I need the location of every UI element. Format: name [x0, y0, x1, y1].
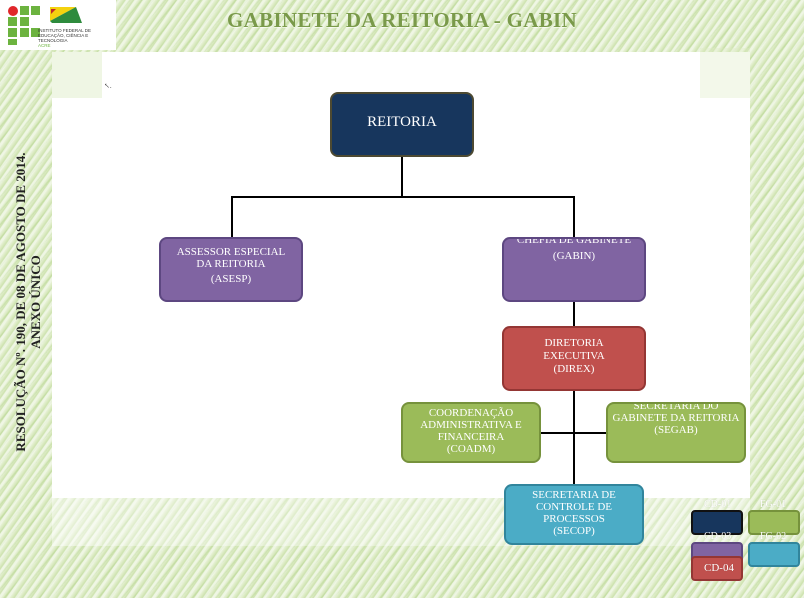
legend-label-cd-03: CD-03	[704, 531, 732, 542]
node-label: CONTROLE DE	[535, 501, 613, 513]
org-node-segab[interactable]: SECRETARIA DO GABINETE DA REITORIA (SEGA…	[606, 402, 746, 463]
node-label: SECRETARIA DE	[532, 489, 616, 501]
connector-line	[573, 196, 575, 238]
node-label: (GABIN)	[552, 250, 596, 262]
panel-decoration	[102, 498, 750, 546]
connector-line	[540, 432, 608, 434]
node-label: COORDENAÇÃO	[428, 407, 514, 419]
node-label: (COADM)	[446, 443, 496, 455]
node-label: CHEFIA DE GABINETE	[516, 237, 632, 246]
node-label: (SEGAB)	[654, 424, 698, 436]
legend-label-cd-04: CD-04	[704, 562, 734, 574]
node-label: EXECUTIVA	[543, 350, 605, 362]
legend-swatch-fg-01	[748, 510, 800, 535]
node-label: (SECOP)	[553, 525, 595, 537]
connector-line	[231, 196, 575, 198]
node-label: (DIREX)	[553, 363, 595, 375]
legend-label-cd-01: CD-01	[704, 499, 732, 510]
node-label: DIRETORIA	[544, 337, 604, 349]
legend-swatch-cd-04	[691, 556, 743, 581]
node-label: (ASESP)	[210, 273, 252, 285]
org-node-gabin[interactable]: CHEFIA DE GABINETE (GABIN)	[502, 237, 646, 302]
node-label: REITORIA	[367, 114, 437, 130]
node-label: ADMINISTRATIVA E	[420, 419, 522, 431]
acre-flag-icon	[50, 7, 82, 23]
legend-swatch-fg-02	[748, 542, 800, 567]
node-label: FINANCEIRA	[437, 431, 505, 443]
institution-logo: INSTITUTO FEDERAL DE EDUCAÇÃO, CIÊNCIA E…	[0, 0, 116, 50]
legend-swatch-cd-01	[691, 510, 743, 535]
org-node-secop[interactable]: SECRETARIA DE CONTROLE DE PROCESSOS (SEC…	[504, 484, 644, 545]
node-label: PROCESSOS	[543, 513, 605, 525]
connector-line	[231, 196, 233, 238]
legend-label-fg-02: FG-02	[760, 531, 787, 542]
resolution-caption-line2: ANEXO ÚNICO	[28, 255, 43, 349]
connector-line	[573, 390, 575, 485]
org-node-asesp[interactable]: ASSESSOR ESPECIAL DA REITORIA (ASESP)	[159, 237, 303, 302]
connector-line	[573, 301, 575, 327]
stray-mark: ↖.	[104, 82, 112, 90]
if-logo-icon	[8, 6, 40, 45]
node-label: ASSESSOR ESPECIAL	[176, 246, 286, 258]
panel-decoration	[52, 496, 102, 546]
panel-decoration	[700, 48, 750, 98]
logo-text: INSTITUTO FEDERAL DE EDUCAÇÃO, CIÊNCIA E…	[38, 28, 92, 48]
legend-label-fg-01: FG-01	[760, 499, 787, 510]
page-title: GABINETE DA REITORIA - GABIN	[227, 8, 577, 32]
panel-decoration	[52, 52, 102, 98]
resolution-caption-line1: RESOLUÇÃO Nº. 190, DE 08 DE AGOSTO DE 20…	[13, 152, 28, 452]
org-node-coadm[interactable]: COORDENAÇÃO ADMINISTRATIVA E FINANCEIRA …	[401, 402, 541, 463]
node-label: GABINETE DA REITORIA	[612, 412, 740, 424]
org-node-direx[interactable]: DIRETORIA EXECUTIVA (DIREX)	[502, 326, 646, 391]
resolution-caption: RESOLUÇÃO Nº. 190, DE 08 DE AGOSTO DE 20…	[13, 152, 43, 451]
org-node-reitoria[interactable]: REITORIA	[330, 92, 474, 157]
connector-line	[401, 156, 403, 197]
node-label: DA REITORIA	[196, 258, 266, 270]
node-label: SECRETARIA DO	[633, 402, 719, 412]
